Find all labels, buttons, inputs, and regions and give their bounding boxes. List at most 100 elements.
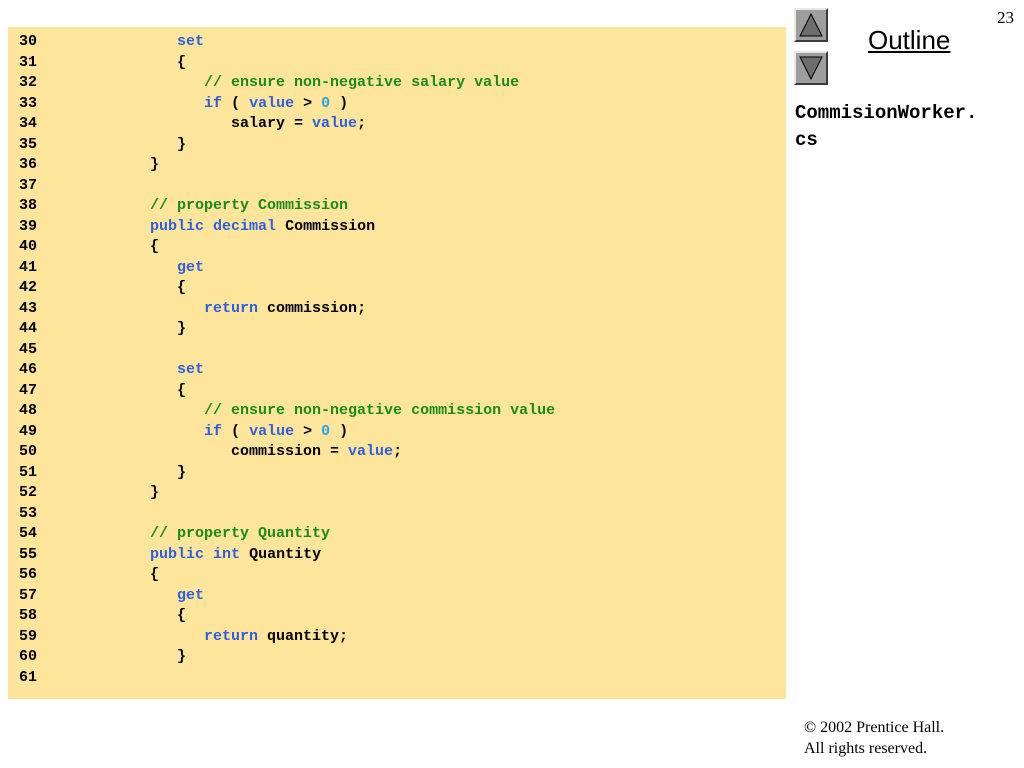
- outline-link[interactable]: Outline: [868, 25, 951, 55]
- code-keyword: value: [312, 115, 358, 132]
- code-number: 0: [321, 422, 331, 440]
- code-line: 41 get: [19, 258, 555, 279]
- code-text: [69, 628, 204, 645]
- code-panel: 30 set 31 {32 // ensure non-negative sala…: [8, 27, 786, 699]
- code-line: 56 {: [19, 565, 555, 586]
- code-text: salary =: [69, 115, 313, 132]
- code-keyword: decimal: [213, 217, 277, 235]
- code-comment: // ensure non-negative salary value: [204, 74, 520, 91]
- code-text: [69, 95, 204, 112]
- code-line: 48 // ensure non-negative commission val…: [19, 401, 555, 422]
- code-line: 42 {: [19, 278, 555, 299]
- code-number: 0: [321, 94, 331, 112]
- code-line: 45: [19, 340, 555, 361]
- code-text: [69, 218, 150, 235]
- code-keyword: public: [150, 545, 205, 563]
- code-line: 34 salary = value;: [19, 114, 555, 135]
- code-text: [69, 546, 150, 563]
- code-line: 57 get: [19, 586, 555, 607]
- triangle-down-icon: [799, 56, 823, 81]
- filename-line-2: cs: [795, 129, 818, 151]
- code-line: 31 {: [19, 53, 555, 74]
- code-line: 50 commission = value;: [19, 442, 555, 463]
- code-text: quantity;: [258, 627, 349, 645]
- code-text: {: [69, 566, 160, 583]
- line-number: 56: [19, 566, 38, 583]
- code-text: [69, 423, 204, 440]
- code-text: [204, 546, 213, 563]
- code-line: 49 if ( value > 0 ): [19, 422, 555, 443]
- code-text: [69, 33, 177, 50]
- line-number: 34: [19, 115, 38, 132]
- code-line: 32 // ensure non-negative salary value: [19, 73, 555, 94]
- code-keyword: get: [177, 586, 205, 604]
- line-number: 33: [19, 94, 38, 112]
- code-line: 53: [19, 504, 555, 525]
- code-text: [69, 74, 204, 91]
- code-text: ): [330, 422, 349, 440]
- code-text: {: [69, 381, 187, 399]
- line-number: 41: [19, 258, 38, 276]
- line-number: 37: [19, 176, 38, 194]
- code-line: 40 {: [19, 237, 555, 258]
- line-number: 39: [19, 217, 38, 235]
- code-line: 38 // property Commission: [19, 196, 555, 217]
- code-text: [69, 197, 150, 214]
- code-keyword: set: [177, 361, 205, 378]
- line-number: 49: [19, 422, 38, 440]
- code-line: 46 set: [19, 360, 555, 381]
- line-number: 35: [19, 135, 38, 153]
- line-number: 53: [19, 504, 38, 522]
- source-filename: CommisionWorker. cs: [795, 100, 1020, 154]
- page-number: 23: [997, 8, 1014, 27]
- code-keyword: public: [150, 217, 205, 235]
- copyright-text: © 2002 Prentice Hall.: [804, 719, 945, 736]
- line-number: 50: [19, 443, 38, 460]
- line-number: 42: [19, 279, 38, 296]
- next-slide-button[interactable]: [794, 51, 828, 85]
- line-number: 58: [19, 607, 38, 624]
- previous-slide-button[interactable]: [794, 8, 828, 42]
- rights-text: All rights reserved.: [804, 740, 928, 757]
- code-line: 59 return quantity;: [19, 627, 555, 648]
- code-text: [69, 300, 204, 317]
- code-line: 52 }: [19, 483, 555, 504]
- line-number: 32: [19, 74, 38, 91]
- code-keyword: return: [204, 627, 259, 645]
- code-text: ;: [393, 443, 403, 460]
- code-text: [69, 402, 204, 419]
- code-line: 47 {: [19, 381, 555, 402]
- filename-line-1: CommisionWorker.: [795, 102, 978, 124]
- line-number: 30: [19, 33, 38, 50]
- code-text: }: [69, 320, 187, 337]
- line-number: 59: [19, 627, 38, 645]
- line-number: 31: [19, 53, 38, 71]
- code-line: 36 }: [19, 155, 555, 176]
- code-text: >: [294, 422, 322, 440]
- code-text: Commission: [276, 217, 376, 235]
- code-keyword: set: [177, 33, 205, 50]
- code-text: [69, 587, 177, 604]
- code-comment: // ensure non-negative commission value: [204, 402, 556, 419]
- code-line: 35 }: [19, 135, 555, 156]
- line-number: 57: [19, 586, 38, 604]
- line-number: 52: [19, 484, 38, 501]
- copyright-footer: © 2002 Prentice Hall. All rights reserve…: [804, 717, 944, 759]
- code-text: commission =: [69, 443, 349, 460]
- line-number: 36: [19, 156, 38, 173]
- code-text: >: [294, 94, 322, 112]
- line-number: 46: [19, 361, 38, 378]
- code-keyword: get: [177, 258, 205, 276]
- line-number: 51: [19, 463, 38, 481]
- line-number: 60: [19, 648, 38, 665]
- code-line: 58 {: [19, 606, 555, 627]
- code-text: commission;: [258, 299, 367, 317]
- code-line: 55 public int Quantity: [19, 545, 555, 566]
- code-text: {: [69, 238, 160, 255]
- code-keyword: if: [204, 422, 223, 440]
- code-text: }: [69, 135, 187, 153]
- code-line: 39 public decimal Commission: [19, 217, 555, 238]
- code-text: [69, 259, 177, 276]
- code-keyword: int: [213, 545, 241, 563]
- code-line: 60 }: [19, 647, 555, 668]
